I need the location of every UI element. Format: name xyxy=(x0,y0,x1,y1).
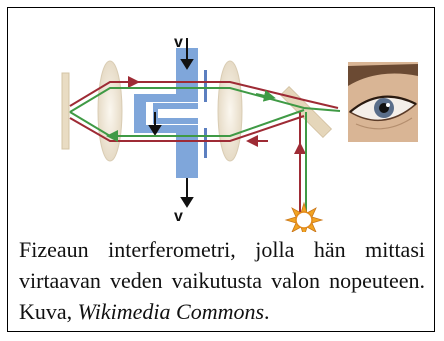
red-beam xyxy=(69,76,339,218)
compensator-plate-bottom xyxy=(204,128,207,158)
compensator-plate-top xyxy=(204,70,207,102)
caption-separator: , xyxy=(66,299,78,324)
arrow-down-icon xyxy=(148,38,194,208)
eye-icon xyxy=(348,62,418,142)
figure-caption: Fizeaun interferometri, jolla hän mittas… xyxy=(19,234,425,327)
green-beam xyxy=(69,87,341,218)
caption-end: . xyxy=(264,299,270,324)
figure-box: v v xyxy=(7,7,435,332)
end-mirror xyxy=(61,72,70,150)
water-tube xyxy=(134,48,198,178)
velocity-label-bottom: v xyxy=(174,208,183,225)
right-lens xyxy=(217,60,243,162)
caption-credit: Wikimedia Commons xyxy=(77,299,265,324)
sun-icon xyxy=(284,201,324,232)
fizeau-diagram: v v xyxy=(61,34,418,232)
velocity-label-top: v xyxy=(174,34,183,51)
caption-text: Fizeaun interferometri, jolla hän mittas… xyxy=(19,237,425,324)
left-lens xyxy=(97,60,123,162)
